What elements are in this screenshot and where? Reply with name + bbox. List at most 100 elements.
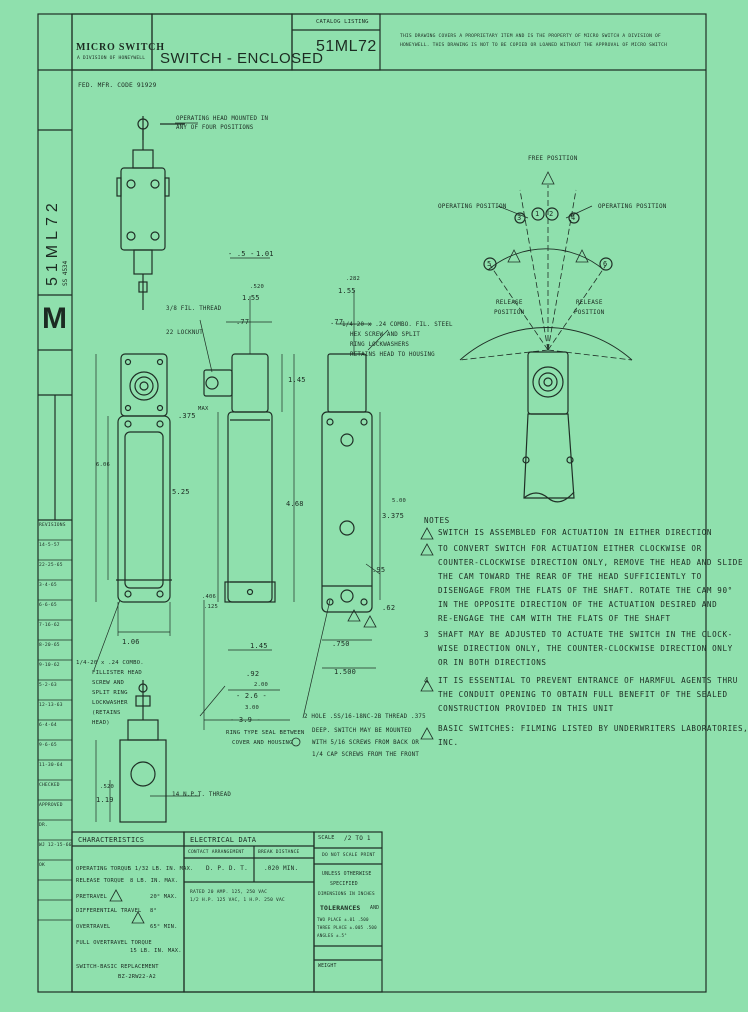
char-value: 8° <box>150 908 157 914</box>
combo-screw-note-3: RING LOCKWASHERS <box>350 342 410 348</box>
dim-label: 22 LOCKNUT <box>166 330 203 336</box>
note-4b: THE CONDUIT OPENING TO OBTAIN FULL BENEF… <box>438 690 728 699</box>
char-value: 20° MAX. <box>150 894 178 900</box>
note-number: 4 <box>424 676 430 685</box>
catalog-label: CATALOG LISTING <box>316 19 369 25</box>
break-distance: .020 MIN. <box>264 865 299 872</box>
release-left-2: POSITION <box>494 309 525 316</box>
dim-label: .282 <box>346 276 361 282</box>
revision-label: WJ 12-15-66 <box>39 843 72 848</box>
drawing-linework <box>37 13 707 993</box>
lever-number: 1 <box>535 210 540 218</box>
head-note-1: OPERATING HEAD MOUNTED IN <box>176 116 269 122</box>
operating-position-left: OPERATING POSITION <box>438 203 507 210</box>
hole-note-2: DEEP. SWITCH MAY BE MOUNTED <box>312 728 412 734</box>
combo-screw-note-4: RETAINS HEAD TO HOUSING <box>350 352 435 358</box>
characteristics-header: CHARACTERISTICS <box>78 836 145 844</box>
fillister-note-7: HEAD) <box>92 720 110 726</box>
fillister-note-6: (RETAINS <box>92 710 121 716</box>
dim-label: 1.19 <box>96 796 114 804</box>
dim-label: 2.00 <box>254 682 269 688</box>
char-label: DIFFERENTIAL TRAVEL <box>76 908 142 914</box>
tolerance-angles: ANGLES ±.5° <box>317 933 347 938</box>
dim-label: 4.68 <box>286 500 304 508</box>
dim-label: 5.00 <box>392 498 407 504</box>
revision-label: 6-4-64 <box>39 723 57 728</box>
fillister-note-1: 1/4-20 x .24 COMBO. <box>76 660 144 666</box>
char-value: 15 LB. IN. MAX. <box>130 948 182 954</box>
tolerances-label: TOLERANCES <box>320 904 361 912</box>
revision-label: 11-30-64 <box>39 763 63 768</box>
dim-label: .520 <box>100 784 115 790</box>
lever-number: 4 <box>571 214 576 222</box>
dim-label: .92 <box>246 670 260 678</box>
hole-note-1: 2 HOLE .SS/16-18NC-2B THREAD .375 <box>304 714 426 720</box>
revision-label: 14-5-57 <box>39 543 60 548</box>
fillister-note-4: SPLIT RING <box>92 690 128 696</box>
release-left-1: RELEASE <box>496 299 523 306</box>
combo-screw-note-2: HEX SCREW AND SPLIT <box>350 332 421 338</box>
fillister-note-5: LOCKWASHER <box>92 700 128 706</box>
char-label: RELEASE TORQUE <box>76 878 125 884</box>
note-number: 3 <box>424 630 430 639</box>
dim-label: 1.01 <box>256 250 274 258</box>
note-2e: IN THE OPPOSITE DIRECTION OF THE ACTUATI… <box>438 600 718 609</box>
dim-label: 1.55 <box>338 287 356 295</box>
lever-number: 3 <box>517 214 522 222</box>
note-4c: CONSTRUCTION PROVIDED IN THIS UNIT <box>438 704 614 713</box>
revision-label: OK <box>39 863 45 868</box>
side-code: SS 4534 <box>62 260 69 286</box>
free-position-label: FREE POSITION <box>528 155 578 162</box>
dim-label: 3.375 <box>382 512 405 520</box>
dim-label: .62 <box>382 604 396 612</box>
char-value: 5 1/32 LB. IN. MAX. <box>128 866 194 872</box>
ring-seal-note-2: COVER AND HOUSING <box>232 740 293 746</box>
note-2a: TO CONVERT SWITCH FOR ACTUATION EITHER C… <box>438 544 702 553</box>
lever-number: 5 <box>487 260 492 268</box>
char-label: SWITCH-BASIC REPLACEMENT <box>76 964 159 970</box>
dim-label: 1.55 <box>242 294 260 302</box>
unless-1: UNLESS OTHERWISE <box>322 872 372 877</box>
fillister-note-3: SCREW AND <box>92 680 125 686</box>
dim-label: .77 <box>330 318 344 326</box>
char-label: OVERTRAVEL <box>76 924 111 930</box>
revision-label: 9-10-62 <box>39 663 60 668</box>
drawing-title: SWITCH - ENCLOSED <box>160 50 324 67</box>
dim-label: .77 <box>236 318 250 326</box>
char-value: 65° MIN. <box>150 924 178 930</box>
scale-label: SCALE <box>318 835 335 841</box>
note-5b: INC. <box>438 738 459 747</box>
tolerance-two-place: TWO PLACE ±.01 .500 <box>317 917 369 922</box>
operating-position-right: OPERATING POSITION <box>598 203 667 210</box>
notes-header: NOTES <box>424 516 450 525</box>
dim-label: .406 <box>202 594 217 600</box>
fed-code: FED. MFR. CODE 91929 <box>78 82 157 89</box>
dim-label: .95 <box>372 566 386 574</box>
drawing-sheet: { "title_block": { "company": "MICRO SWI… <box>37 13 748 993</box>
revision-label: 8-20-65 <box>39 643 60 648</box>
electrical-rating-1: RATED 20 AMP. 125, 250 VAC <box>190 890 268 895</box>
release-right-1: RELEASE <box>576 299 603 306</box>
char-value: BZ-2RW22-A2 <box>118 974 156 980</box>
note-5a: BASIC SWITCHES: FILMING LISTED BY UNDERW… <box>438 724 748 733</box>
hole-note-3: WITH 5/16 SCREWS FROM BACK OR <box>312 740 420 746</box>
combo-screw-note-1: 1/4-20 x .24 COMBO. FIL. STEEL <box>342 322 453 328</box>
hole-note-4: 1/4 CAP SCREWS FROM THE FRONT <box>312 752 420 758</box>
company-name: MICRO SWITCH <box>76 42 165 53</box>
note-3a: SHAFT MAY BE ADJUSTED TO ACTUATE THE SWI… <box>438 630 733 639</box>
dim-label: 3.00 <box>245 705 260 711</box>
fillister-note-2: FILLISTER HEAD <box>92 670 142 676</box>
note-2f: RE-ENGAGE THE CAM WITH THE FLATS OF THE … <box>438 614 671 623</box>
dim-label: 3/8 FIL. THREAD <box>166 306 222 312</box>
note-4a: IT IS ESSENTIAL TO PREVENT ENTRANCE OF H… <box>438 676 738 685</box>
revision-label: 3-4-65 <box>39 583 57 588</box>
electrical-col1: CONTACT ARRANGEMENT <box>188 850 245 855</box>
dim-label: - 3.9 - <box>230 716 261 724</box>
revision-label: APPROVED <box>39 803 63 808</box>
side-letter: M <box>42 302 68 335</box>
unless-2: SPECIFIED <box>330 882 358 887</box>
char-value: 8 LB. IN. MAX. <box>130 878 179 884</box>
tolerance-three-place: THREE PLACE ±.005 .500 <box>317 925 377 930</box>
char-label: OPERATING TORQUE <box>76 866 132 872</box>
ring-seal-note-1: RING TYPE SEAL BETWEEN <box>226 730 305 736</box>
